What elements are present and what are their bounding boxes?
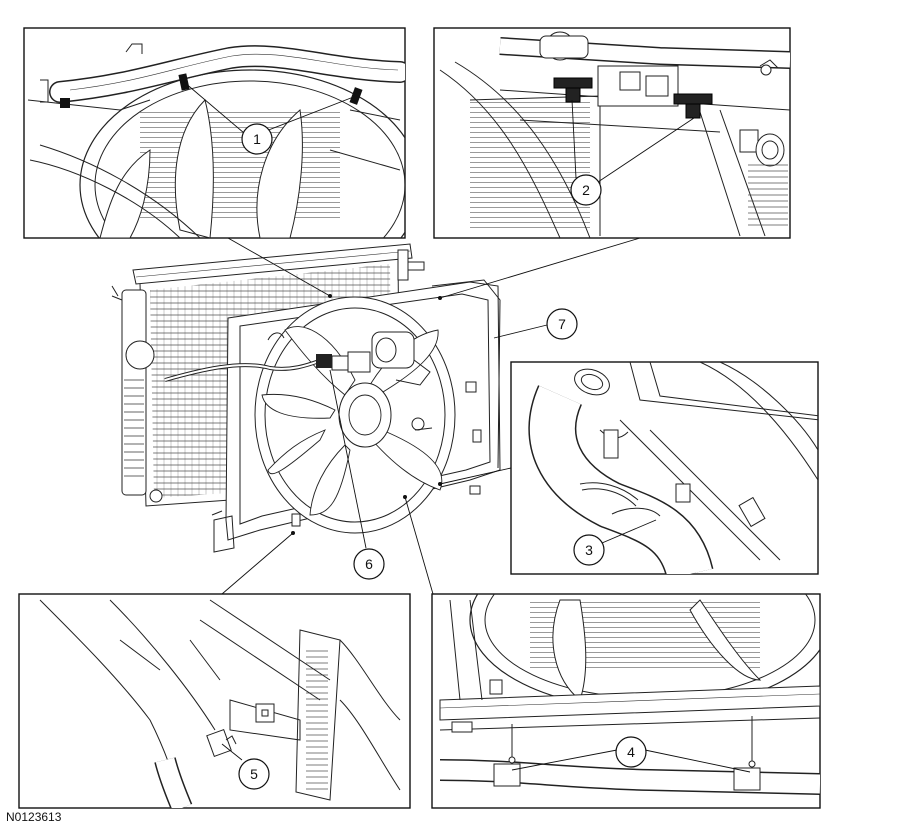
radiator-inlet-neck [125, 340, 155, 370]
callout-5-label: 5 [250, 766, 258, 782]
callout-6: 6 [353, 548, 385, 580]
fan-hub [338, 382, 392, 448]
fan-blades [261, 326, 443, 516]
callout-1-label: 1 [253, 131, 261, 147]
inset-hose [510, 361, 819, 575]
callout-2: 2 [570, 174, 602, 206]
inset-retainer-clips [433, 27, 791, 239]
inset-harness-clips [23, 27, 406, 239]
figure-id: N0123613 [6, 810, 62, 824]
callout-1: 1 [241, 123, 273, 155]
callout-4-label: 4 [627, 744, 635, 760]
callout-6-label: 6 [365, 556, 373, 572]
inset-lower-clips [431, 593, 821, 809]
leader-lines [183, 81, 751, 773]
inset-lower-bracket [18, 593, 411, 809]
callout-3-label: 3 [585, 542, 593, 558]
retainer-clip-pair [553, 77, 713, 119]
callout-4: 4 [615, 736, 647, 768]
callout-5: 5 [238, 758, 270, 790]
callout-3: 3 [573, 534, 605, 566]
fan-motor-connector [316, 351, 371, 373]
main-assembly [111, 243, 501, 553]
callout-2-label: 2 [582, 182, 590, 198]
radiator-side-tank [121, 289, 147, 496]
callout-7-label: 7 [558, 316, 566, 332]
callout-7: 7 [546, 308, 578, 340]
